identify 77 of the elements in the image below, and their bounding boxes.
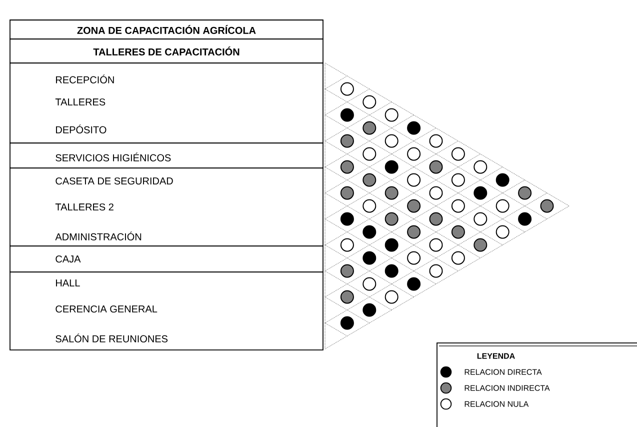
room-label: DEPÓSITO <box>56 124 106 134</box>
relation-dot <box>362 251 376 265</box>
relation-dot <box>518 212 532 226</box>
relation-dot <box>474 186 488 200</box>
room-label: CAJA <box>56 255 81 263</box>
relation-dot <box>429 212 443 226</box>
room-label: TALLERES 2 <box>55 203 114 211</box>
room-label: CERENCIA GENERAL <box>56 305 158 313</box>
relation-dot <box>407 121 421 135</box>
relation-dot <box>474 212 488 226</box>
relation-dot <box>340 264 354 278</box>
relation-dot <box>407 199 421 213</box>
relation-dot <box>496 199 510 213</box>
room-group-box <box>10 62 324 144</box>
relation-dot <box>362 277 376 291</box>
room-label: HALL <box>56 280 80 286</box>
relation-dot <box>407 225 421 239</box>
relation-dot <box>340 134 354 148</box>
relation-dot <box>384 264 398 278</box>
room-group-box <box>10 142 324 168</box>
room-label: SALÓN DE REUNIONES <box>56 334 168 342</box>
relation-dot <box>362 303 376 317</box>
header-box: TALLERES DE CAPACITACIÓN <box>10 38 324 64</box>
relation-dot <box>496 225 510 239</box>
relation-dot <box>451 147 465 161</box>
legend-label: RELACION INDIRECTA <box>464 385 550 391</box>
room-label: TALLERES <box>55 98 106 106</box>
room-label: CASETA DE SEGURIDAD <box>56 177 173 185</box>
relation-dot <box>429 134 443 148</box>
relation-dot <box>540 199 554 213</box>
room-group-box <box>10 246 324 272</box>
relation-dot <box>362 95 376 109</box>
relation-dot <box>384 108 398 122</box>
room-label: ADMINISTRACIÓN <box>55 232 142 240</box>
relation-dot <box>407 277 421 291</box>
relation-dot <box>362 225 376 239</box>
relation-dot <box>340 212 354 226</box>
relation-dot <box>407 147 421 161</box>
relation-dot <box>384 212 398 226</box>
legend-label: RELACION DIRECTA <box>464 369 542 375</box>
relation-dot <box>384 238 398 252</box>
relation-dot <box>429 160 443 174</box>
relation-dot <box>429 186 443 200</box>
legend-title: LEYENDA <box>477 353 515 359</box>
room-group-box <box>10 272 324 350</box>
relation-dot <box>362 147 376 161</box>
relation-dot <box>340 316 354 330</box>
relation-dot <box>340 82 354 96</box>
relation-dot <box>384 134 398 148</box>
relation-dot <box>340 108 354 122</box>
relation-dot <box>451 173 465 187</box>
relation-dot <box>496 173 510 187</box>
room-label: SERVICIOS HIGIÉNICOS <box>56 152 171 162</box>
relation-dot <box>474 160 488 174</box>
room-label: RECEPCIÓN <box>56 74 114 84</box>
relation-dot <box>340 160 354 174</box>
relation-dot <box>429 264 443 278</box>
relation-dot <box>340 186 354 200</box>
relation-dot <box>340 238 354 252</box>
relation-dot <box>407 251 421 265</box>
relation-dot <box>451 199 465 213</box>
relation-dot <box>384 290 398 304</box>
relation-dot <box>362 173 376 187</box>
relation-dot <box>340 290 354 304</box>
legend-label: RELACION NULA <box>464 401 529 407</box>
relation-dot <box>429 238 443 252</box>
room-group-box <box>10 168 324 246</box>
relation-dot <box>384 186 398 200</box>
relation-dot <box>407 173 421 187</box>
relation-dot <box>384 160 398 174</box>
relation-dot <box>451 251 465 265</box>
relation-dot <box>451 225 465 239</box>
relation-dot <box>362 121 376 135</box>
relation-dot <box>518 186 532 200</box>
relation-dot <box>474 238 488 252</box>
header-box: ZONA DE CAPACITACIÓN AGRÍCOLA <box>10 20 324 40</box>
relation-dot <box>362 199 376 213</box>
